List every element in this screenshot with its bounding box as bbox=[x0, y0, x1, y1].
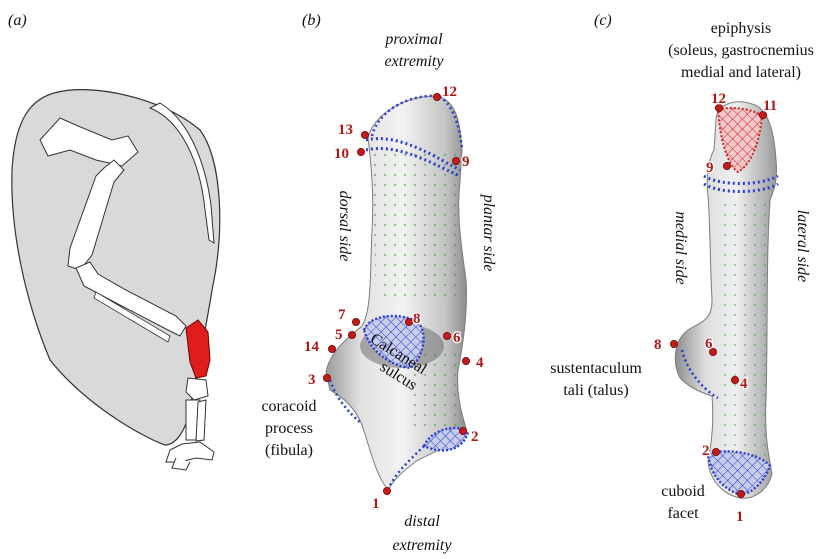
skeleton-illustration bbox=[12, 90, 220, 470]
landmark-b-7 bbox=[352, 318, 359, 325]
landmark-c-4 bbox=[731, 376, 738, 383]
epiphysis-label-line2: (soleus, gastrocnemius bbox=[668, 42, 814, 59]
landmark-num-b-6: 6 bbox=[453, 330, 461, 346]
distal-label-line1: distal bbox=[404, 513, 440, 530]
landmark-num-c-11: 11 bbox=[763, 98, 777, 114]
landmark-num-b-1: 1 bbox=[372, 496, 380, 512]
coracoid-label-line3: (fibula) bbox=[265, 442, 313, 459]
landmark-b-12 bbox=[433, 93, 440, 100]
landmark-num-c-2: 2 bbox=[702, 443, 710, 459]
landmark-b-1 bbox=[383, 487, 390, 494]
landmark-num-c-9: 9 bbox=[706, 160, 714, 176]
proximal-label-line1: proximal bbox=[384, 31, 443, 48]
landmark-num-b-8: 8 bbox=[413, 311, 421, 327]
plantar-side-label: plantar side bbox=[480, 194, 497, 272]
landmark-b-2 bbox=[459, 427, 466, 434]
landmark-num-b-14: 14 bbox=[304, 339, 320, 355]
landmark-num-b-10: 10 bbox=[334, 146, 349, 162]
landmark-c-2 bbox=[712, 448, 719, 455]
medial-side-label: medial side bbox=[672, 211, 689, 284]
landmark-b-6 bbox=[443, 332, 450, 339]
distal-label-line2: extremity bbox=[393, 537, 453, 554]
landmark-num-b-3: 3 bbox=[308, 372, 316, 388]
coracoid-label-line1: coracoid bbox=[261, 398, 316, 415]
landmark-c-1 bbox=[737, 490, 744, 497]
landmark-num-c-4: 4 bbox=[740, 376, 748, 392]
panel-label-a: (a) bbox=[8, 12, 27, 29]
landmark-num-b-13: 13 bbox=[338, 122, 353, 138]
landmark-b-5 bbox=[348, 331, 355, 338]
panel-label-c: (c) bbox=[594, 12, 612, 29]
landmark-num-b-12: 12 bbox=[442, 84, 457, 100]
landmark-num-c-1: 1 bbox=[736, 509, 744, 525]
cuboid-label-line2: facet bbox=[667, 505, 699, 522]
sustentaculum-label-line2: tali (talus) bbox=[563, 382, 628, 399]
landmark-num-b-9: 9 bbox=[462, 154, 470, 170]
dorsal-side-label: dorsal side bbox=[336, 191, 353, 262]
epiphysis-label-line3: medial and lateral) bbox=[681, 64, 801, 81]
landmark-num-c-8: 8 bbox=[654, 337, 662, 353]
panel-label-b: (b) bbox=[302, 12, 321, 29]
landmark-b-14 bbox=[328, 345, 335, 352]
landmark-num-c-6: 6 bbox=[705, 336, 713, 352]
landmark-b-13 bbox=[361, 131, 368, 138]
epiphysis-label-line1: epiphysis bbox=[711, 20, 771, 37]
landmark-b-8 bbox=[405, 318, 412, 325]
landmark-num-c-12: 12 bbox=[711, 91, 726, 107]
phalanges bbox=[166, 442, 214, 462]
landmark-c-8 bbox=[670, 340, 677, 347]
lateral-side-label: lateral side bbox=[794, 210, 811, 282]
landmark-num-b-5: 5 bbox=[335, 327, 343, 343]
calcaneus-medial-view bbox=[670, 102, 778, 499]
landmark-num-b-4: 4 bbox=[476, 355, 484, 371]
landmark-b-3 bbox=[323, 374, 330, 381]
landmark-b-9 bbox=[452, 157, 459, 164]
landmark-num-b-2: 2 bbox=[471, 429, 479, 445]
landmark-b-4 bbox=[462, 357, 469, 364]
landmark-c-9 bbox=[723, 162, 730, 169]
landmark-num-b-7: 7 bbox=[338, 307, 346, 323]
landmark-b-10 bbox=[357, 148, 364, 155]
proximal-label-line2: extremity bbox=[385, 53, 445, 70]
cuboid-label-line1: cuboid bbox=[661, 483, 705, 500]
coracoid-label-line2: process bbox=[265, 420, 313, 437]
sustentaculum-label-line1: sustentaculum bbox=[550, 360, 642, 377]
